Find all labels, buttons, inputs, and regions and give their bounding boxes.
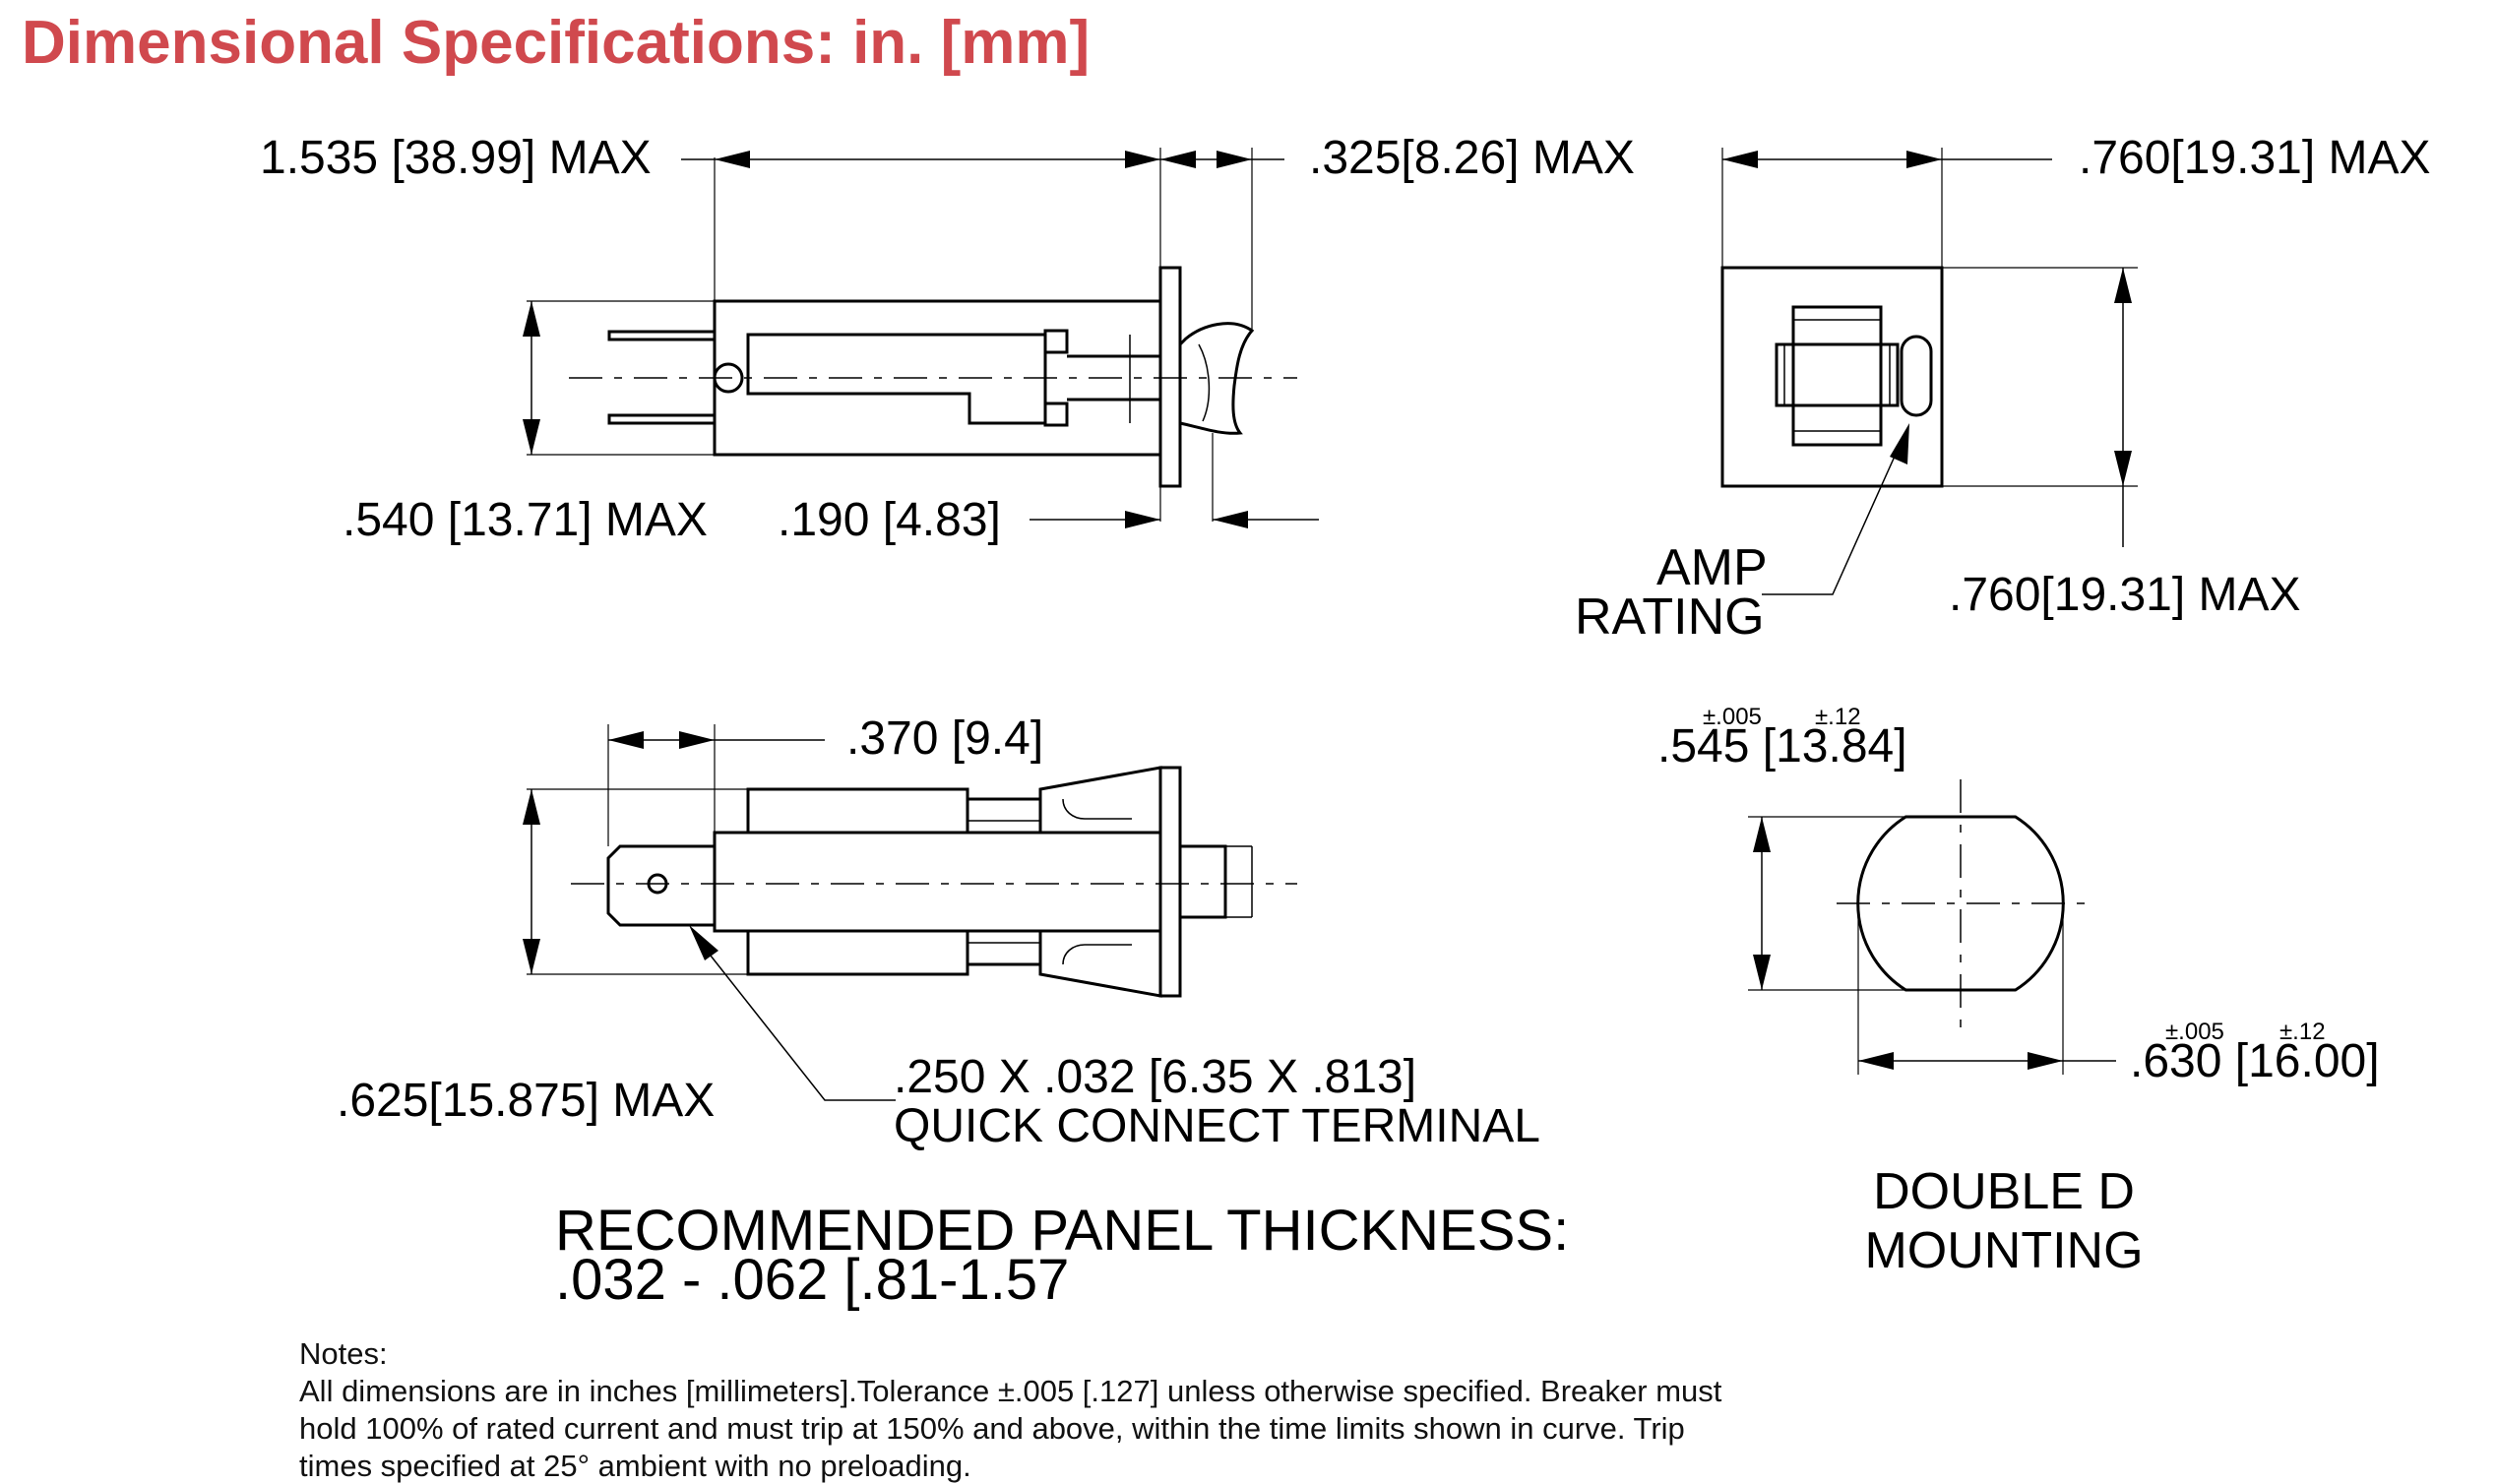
dim-front-width-label: .760[19.31] MAX xyxy=(2079,132,2431,184)
front-rocker xyxy=(1775,342,1900,407)
dim-front-height-label: .760[19.31] MAX xyxy=(1949,569,2301,621)
side-flange xyxy=(1158,266,1182,488)
panel-thickness-heading: RECOMMENDED PANEL THICKNESS: xyxy=(555,1199,1569,1263)
dim-bottom-height-arrow-top xyxy=(523,789,540,825)
mounting-label-1: DOUBLE D xyxy=(1873,1163,2135,1220)
flat-tol-mm: ±.12 xyxy=(1815,704,1861,730)
side-pin-bottom xyxy=(607,413,717,425)
dim-front-height-arrow-bottom xyxy=(2114,451,2132,486)
dim-terminal-offset-arrow-right xyxy=(679,731,715,749)
dim-flat-arrow-bottom xyxy=(1753,955,1771,990)
bottom-body xyxy=(713,831,1162,933)
amp-rating-label-2: RATING xyxy=(1575,588,1765,646)
dim-bottom-height-label: .625[15.875] MAX xyxy=(337,1075,715,1127)
dim-flange-arrow-right xyxy=(1213,511,1248,528)
dim-length-label: 1.535 [38.99] MAX xyxy=(260,132,652,184)
bottom-lower-block xyxy=(746,929,969,976)
dim-length-arrow-left xyxy=(715,151,750,168)
bottom-clip-bottom xyxy=(1038,929,1162,998)
page-title: Dimensional Specifications: in. [mm] xyxy=(22,9,1090,77)
front-amp-arrow xyxy=(1890,423,1909,464)
mounting-label-2: MOUNTING xyxy=(1864,1222,2143,1279)
bottom-clip-bottom-inner xyxy=(1062,944,1132,965)
bottom-clip-top-inner xyxy=(1062,798,1132,820)
side-inner-profile xyxy=(746,333,1047,425)
notes-line-3: times specified at 25° ambient with no p… xyxy=(299,1449,971,1483)
bottom-upper-block xyxy=(746,787,969,835)
terminal-name-label: QUICK CONNECT TERMINAL xyxy=(894,1100,1540,1152)
double-d-mounting: ±.005 ±.12 .545 [13.84] ±.005 ±.12 .630 … xyxy=(1657,704,2380,1279)
front-view: .760[19.31] MAX .760[19.31] MAX AMP RATI… xyxy=(1575,132,2431,646)
bottom-terminal xyxy=(606,844,715,927)
dim-front-width-arrow-right xyxy=(1906,151,1942,168)
dim-side-height-arrow-bottom xyxy=(523,419,540,455)
bottom-clip-top xyxy=(1038,766,1162,835)
notes: Notes: All dimensions are in inches [mil… xyxy=(299,1336,1722,1483)
dim-dia-arrow-left xyxy=(1858,1052,1894,1070)
front-amp-leader xyxy=(1762,440,1903,595)
dia-tol-mm: ±.12 xyxy=(2279,1019,2326,1045)
side-actuator-inner xyxy=(1198,343,1211,422)
dim-actuator-arrow-right xyxy=(1217,151,1252,168)
dim-flange-label: .190 [4.83] xyxy=(778,494,1001,546)
flat-tol-in: ±.005 xyxy=(1703,704,1762,730)
double-d-shape xyxy=(1856,815,2065,992)
terminal-leader-arrow xyxy=(689,925,718,960)
dim-bottom-height-arrow-bottom xyxy=(523,939,540,974)
front-rocker-body xyxy=(1791,305,1883,447)
dim-flat-arrow-top xyxy=(1753,817,1771,852)
bottom-upper-step xyxy=(966,797,1042,835)
dim-actuator-label: .325[8.26] MAX xyxy=(1309,132,1635,184)
dim-side-height-label: .540 [13.71] MAX xyxy=(343,494,708,546)
flat-dim-label: .545 [13.84] xyxy=(1657,720,1907,773)
side-view: 1.535 [38.99] MAX .325[8.26] MAX .540 [1… xyxy=(260,132,1635,546)
dim-side-height-arrow-top xyxy=(523,301,540,337)
dia-tol-in: ±.005 xyxy=(2165,1019,2224,1045)
terminal-leader xyxy=(706,950,896,1101)
amp-rating-label-1: AMP xyxy=(1656,539,1768,596)
side-latch-bottom xyxy=(1043,402,1069,427)
bottom-lower-step xyxy=(966,929,1042,966)
front-amp-window xyxy=(1900,335,1933,417)
panel-thickness-value: .032 - .062 [.81-1.57 xyxy=(555,1248,1069,1312)
side-latch-top xyxy=(1043,329,1069,354)
notes-heading: Notes: xyxy=(299,1336,388,1371)
dim-length-arrow-right xyxy=(1125,151,1160,168)
side-actuator xyxy=(1178,322,1255,435)
bottom-view: .370 [9.4] .625[15.875] MAX .250 X .032 … xyxy=(337,712,1540,1152)
dim-terminal-offset-label: .370 [9.4] xyxy=(846,712,1043,765)
dim-terminal-offset-arrow-left xyxy=(608,731,644,749)
dim-flange-arrow-left xyxy=(1125,511,1160,528)
notes-line-1: All dimensions are in inches [millimeter… xyxy=(299,1374,1722,1408)
dim-front-width-arrow-left xyxy=(1722,151,1758,168)
dim-dia-arrow-right xyxy=(2028,1052,2063,1070)
terminal-size-label: .250 X .032 [6.35 X .813] xyxy=(894,1051,1416,1103)
notes-line-2: hold 100% of rated current and must trip… xyxy=(299,1411,1685,1446)
bottom-actuator xyxy=(1178,844,1227,919)
dim-actuator-arrow-left xyxy=(1160,151,1196,168)
dia-dim-label: .630 [16.00] xyxy=(2130,1035,2380,1087)
side-pin-top xyxy=(607,330,717,341)
bottom-flange xyxy=(1158,766,1182,998)
front-face xyxy=(1720,266,1944,488)
dim-front-height-arrow-top xyxy=(2114,268,2132,303)
